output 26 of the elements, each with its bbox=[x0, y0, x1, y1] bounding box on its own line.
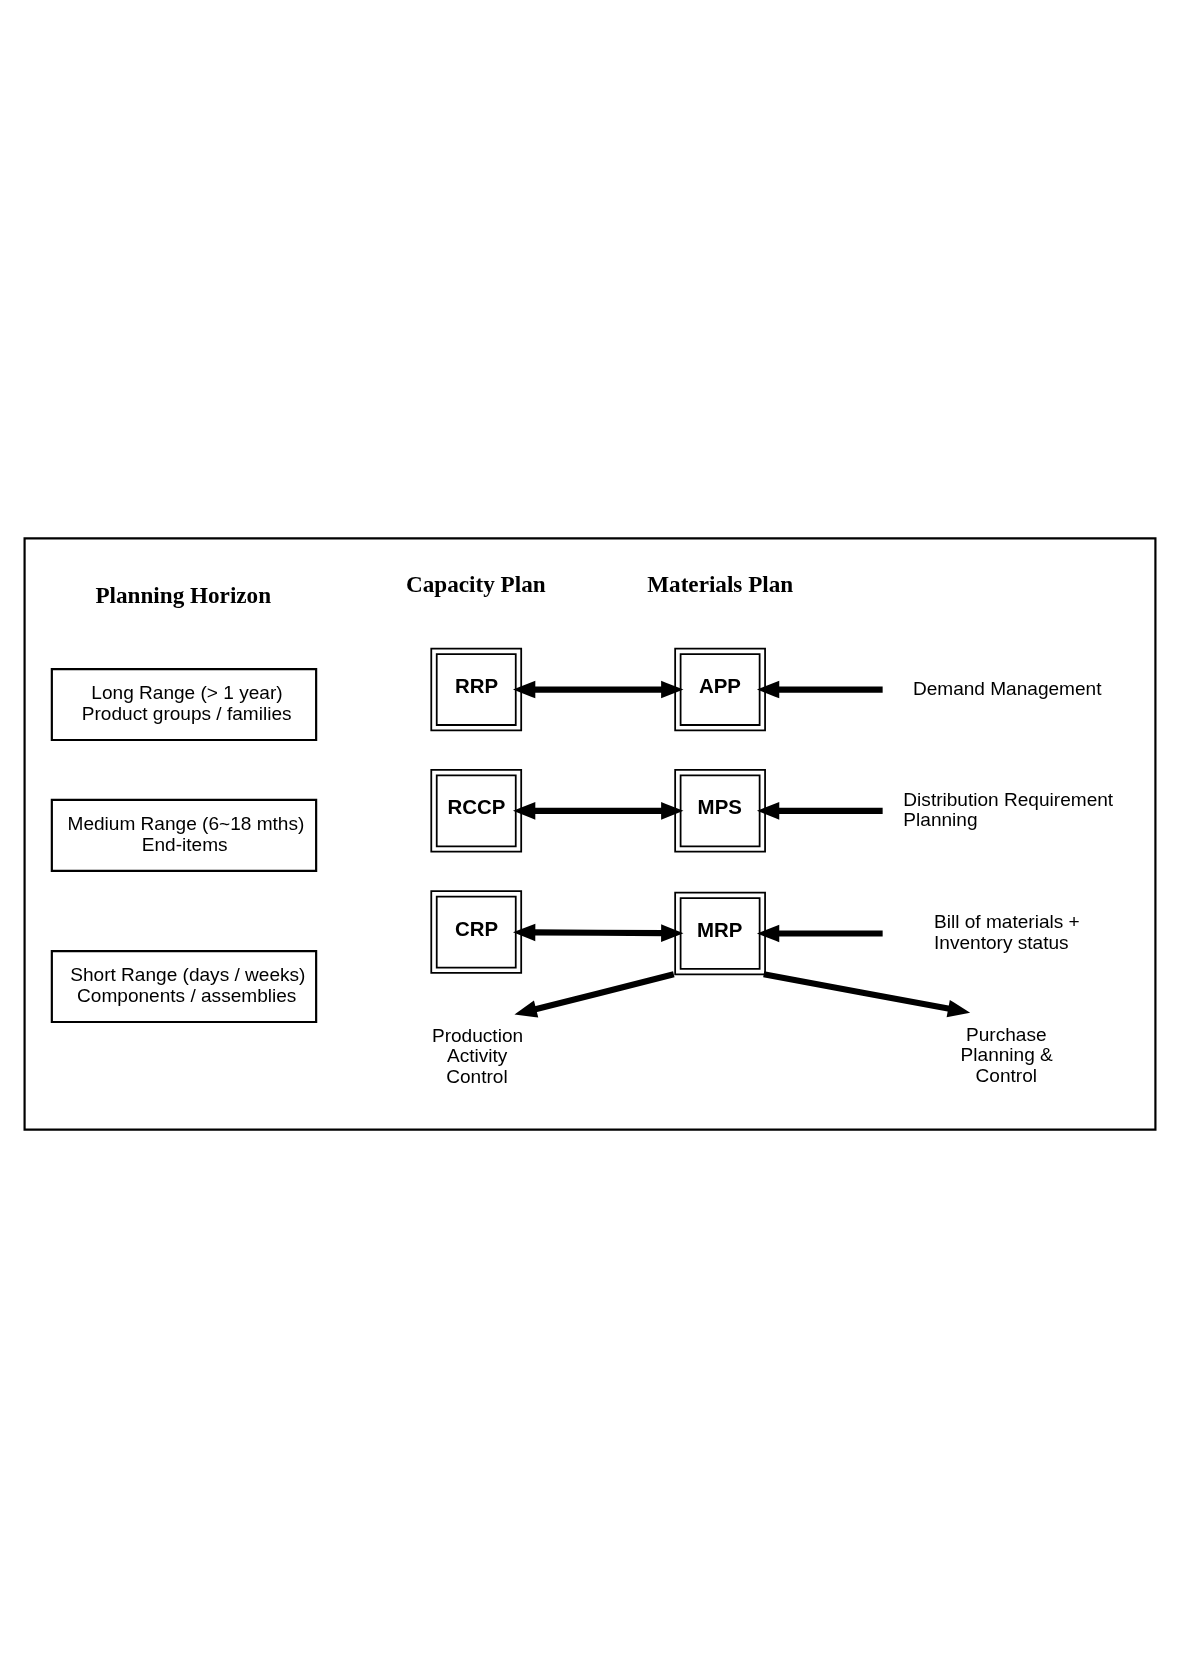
node-box: CRP bbox=[430, 890, 523, 974]
arrow bbox=[513, 680, 684, 699]
node-box: MRP bbox=[674, 891, 766, 976]
arrow bbox=[514, 971, 675, 1018]
label: Materials Plan bbox=[647, 570, 794, 597]
node-box: RCCP bbox=[430, 769, 523, 853]
arrow bbox=[763, 971, 971, 1018]
label: Capacity Plan bbox=[406, 570, 546, 597]
label: Planning Horizon bbox=[95, 581, 272, 608]
node-box: APP bbox=[674, 647, 766, 732]
node-box: Long Range (> 1 year) Product groups / families bbox=[50, 668, 318, 742]
node-text: Demand Management bbox=[912, 677, 1102, 699]
arrow bbox=[513, 802, 684, 820]
arrow bbox=[756, 802, 883, 820]
node-box: Short Range (days / weeks) Components / assemblies bbox=[50, 950, 318, 1024]
cluster bbox=[23, 537, 1157, 1131]
node-box: MPS bbox=[674, 769, 766, 853]
node-text: Purchase Planning & Control bbox=[960, 1023, 1053, 1086]
node-text: Distribution Requirement Planning bbox=[903, 788, 1114, 831]
node-text: Bill of materials + Inventory status bbox=[934, 911, 1080, 953]
node-box: Medium Range (6~18 mths) End-items bbox=[50, 798, 318, 872]
node-box: RRP bbox=[430, 647, 523, 732]
arrow bbox=[756, 924, 883, 943]
arrow bbox=[513, 923, 684, 942]
arrow bbox=[756, 680, 883, 699]
node-text: Production Activity Control bbox=[431, 1025, 524, 1087]
